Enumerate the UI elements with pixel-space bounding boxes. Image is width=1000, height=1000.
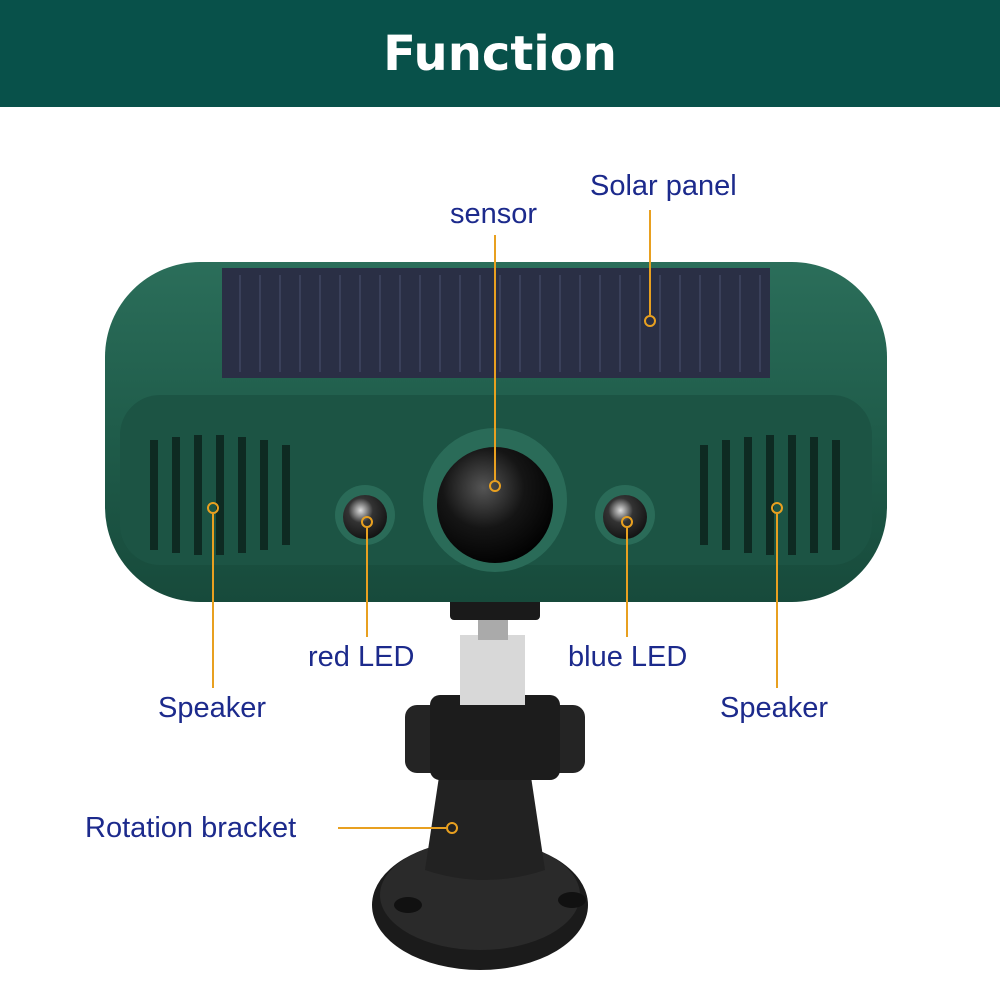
callout-lines: [207, 210, 783, 834]
header-banner: Function: [0, 0, 1000, 107]
page-title: Function: [383, 25, 617, 82]
label-speaker-left: Speaker: [158, 692, 267, 724]
label-sensor: sensor: [450, 198, 538, 230]
label-speaker-right: Speaker: [720, 692, 829, 724]
label-red-led: red LED: [308, 641, 415, 673]
label-blue-led: blue LED: [568, 641, 688, 673]
speaker-grille-left: [150, 435, 290, 555]
label-rotation-bracket: Rotation bracket: [85, 812, 297, 844]
speaker-grille-right: [700, 435, 840, 555]
label-solar-panel: Solar panel: [590, 170, 737, 202]
sensor-dome: [437, 447, 553, 563]
